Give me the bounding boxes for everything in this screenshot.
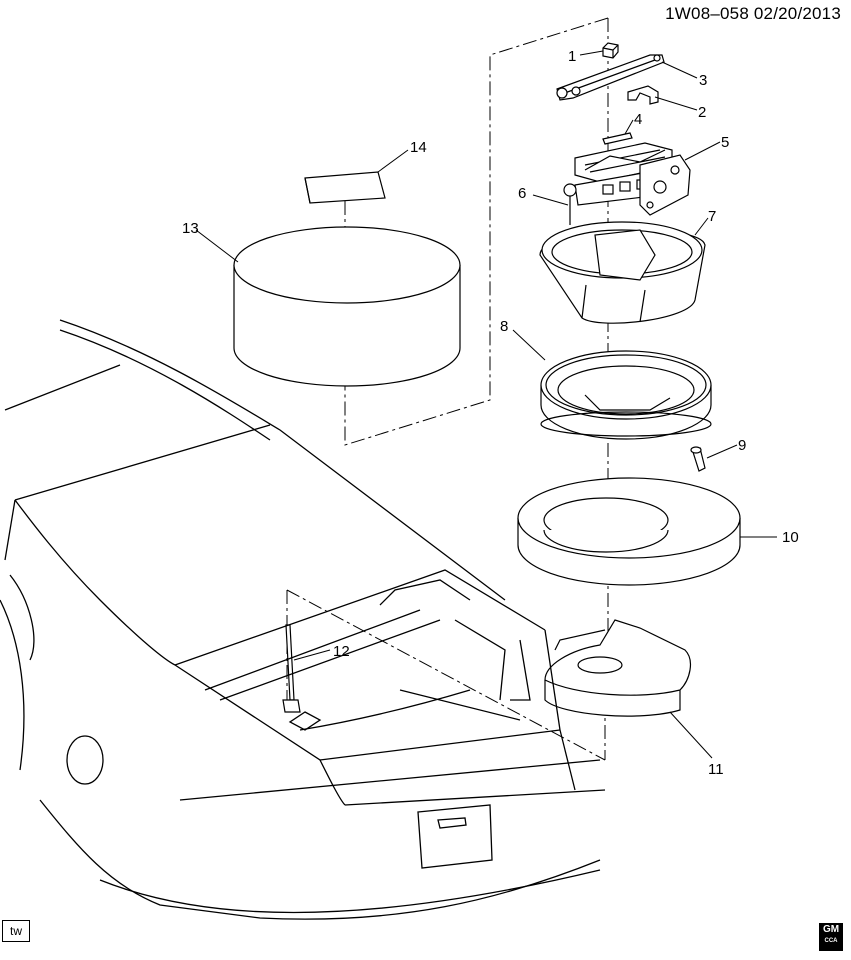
gm-logo: GM CCA [819,923,843,951]
part-2-bracket [627,85,659,105]
callout-9: 9 [738,437,746,454]
gm-logo-text: GM [822,924,840,935]
callout-8: 8 [500,318,508,335]
part-14-label-decal [304,171,386,204]
callout-12: 12 [333,643,350,660]
part-13-wheel-cover [233,226,461,387]
part-1-nut [602,42,619,59]
callout-5: 5 [721,134,729,151]
part-12-jack-rod [282,624,301,713]
gm-logo-sub: CCA [824,938,838,944]
leader-lines [195,50,777,759]
callout-14: 14 [410,139,427,156]
callout-1: 1 [568,48,576,65]
part-9-bolt [690,446,706,472]
part-8-wheel [540,350,712,440]
part-10-tire [517,477,741,586]
tw-tag: tw [2,920,30,942]
callout-11: 11 [708,761,724,778]
part-5-jack [563,142,691,225]
part-3-jack-wrench [556,54,665,101]
callout-10: 10 [782,529,799,546]
callout-6: 6 [518,185,526,202]
diagram-code: 1W08–058 02/20/2013 [665,4,841,23]
vehicle-body [0,319,606,920]
part-7-jack-tray [539,221,706,324]
callout-7: 7 [708,208,716,225]
part-11-tire-container [544,619,692,717]
callout-labels: 1 2 3 4 5 6 7 8 9 10 11 12 13 14 [182,48,799,778]
part-4-plate [602,132,633,145]
callout-2: 2 [698,104,706,121]
callout-13: 13 [182,220,199,237]
callout-4: 4 [634,111,642,128]
callout-3: 3 [699,72,707,89]
